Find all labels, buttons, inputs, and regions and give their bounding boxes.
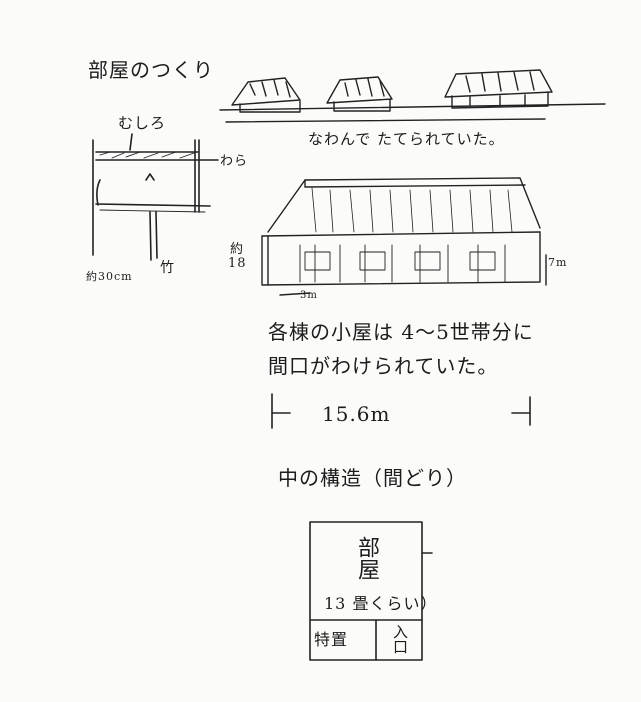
room-cross-section	[92, 133, 219, 261]
roof-caption: なわんで たてられていた。	[308, 130, 505, 148]
thatched-houses-sketch	[219, 69, 606, 123]
width-small-label: 3m	[300, 290, 318, 301]
floorplan-left-cell: 特置	[314, 630, 349, 649]
layout-title: 中の構造（間どり）	[278, 466, 467, 490]
mat-label: むしろ	[118, 114, 167, 132]
bamboo-label: 竹	[160, 260, 175, 276]
floorplan-sketch	[309, 521, 433, 661]
floorplan-size-label: 13 畳くらい）	[324, 594, 438, 613]
sheet-title: 部屋のつくり	[88, 58, 214, 82]
caption-line-2: 間口がわけられていた。	[268, 354, 499, 378]
approx-label: 約	[230, 242, 245, 257]
height-label: 約30cm	[86, 270, 133, 283]
floorplan-right-cell: 入口	[391, 624, 409, 654]
caption-line-1: 各棟の小屋は 4〜5世帯分に	[268, 320, 534, 344]
longhouse-sketch	[261, 177, 547, 296]
height-right-label: 7m	[548, 256, 568, 269]
straw-label: わら	[220, 154, 249, 169]
approx-number: 18	[228, 256, 247, 271]
span-label: 15.6m	[322, 402, 391, 426]
span-dimension-line	[271, 393, 531, 429]
floorplan-room-label: 部屋	[354, 536, 379, 580]
